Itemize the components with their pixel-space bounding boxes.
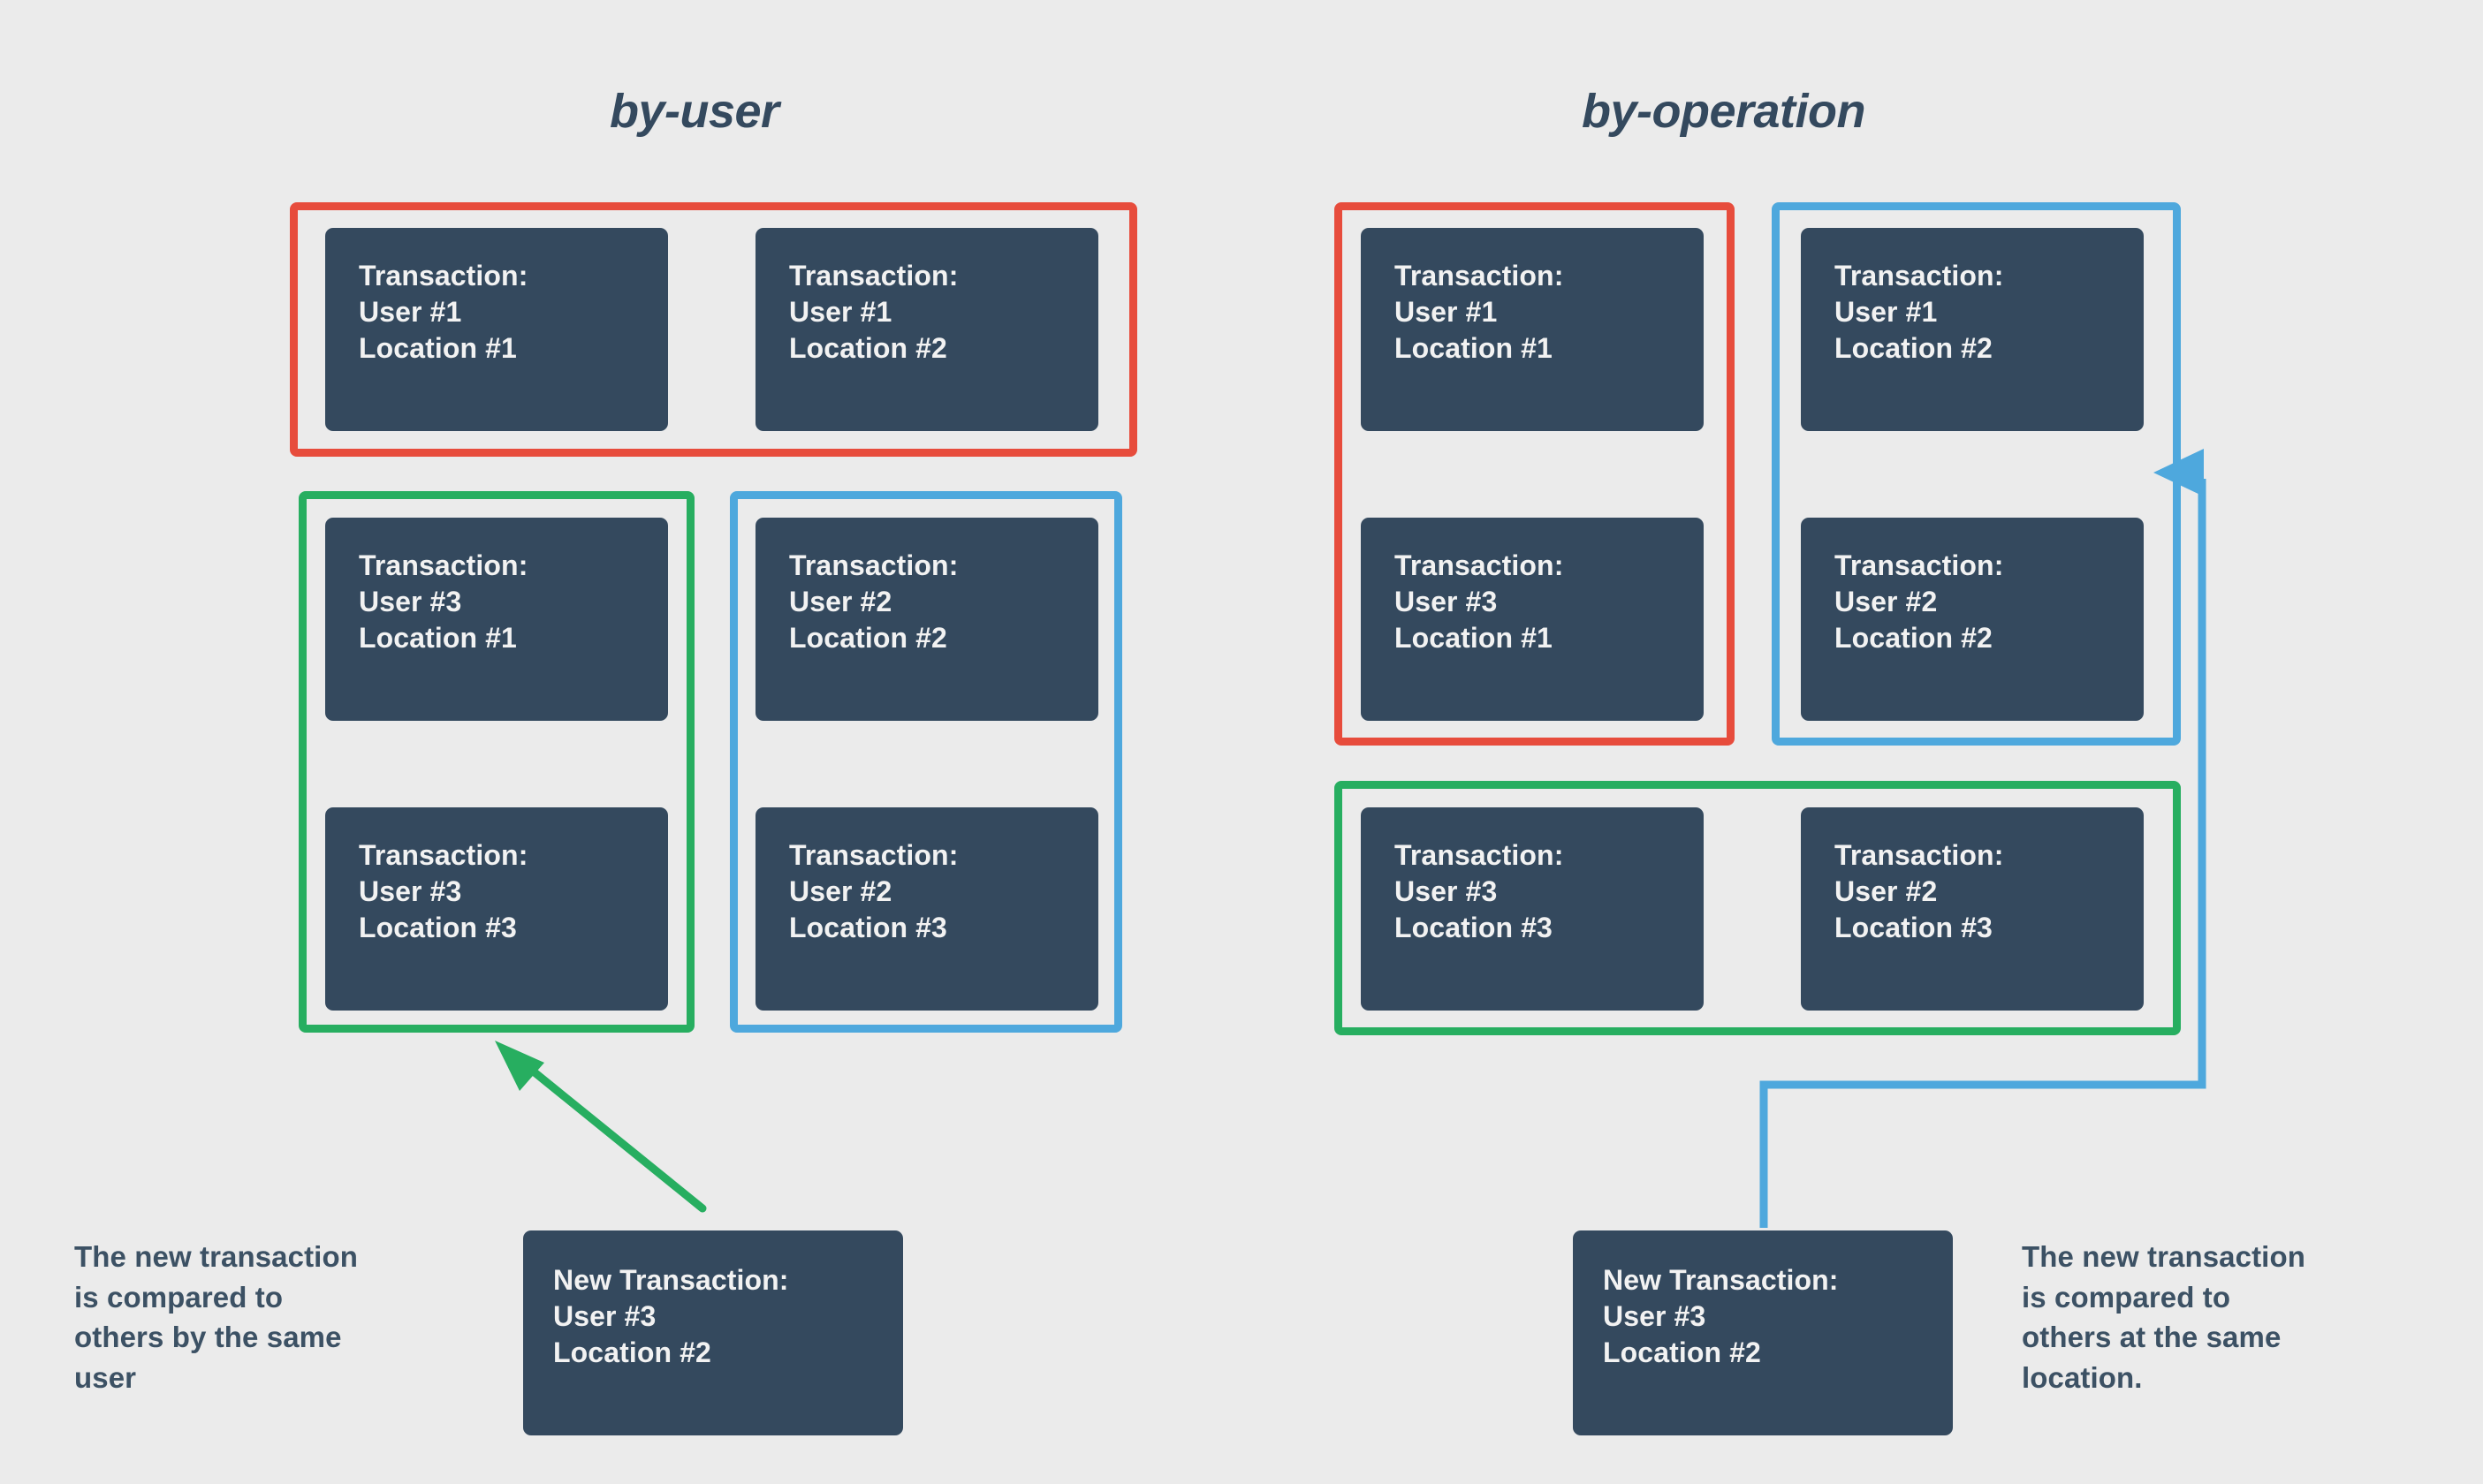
card-line-2: User #2 xyxy=(1834,874,1938,907)
card-line-2: User #3 xyxy=(1394,874,1498,907)
caption-line: others at the same xyxy=(2022,1321,2282,1354)
card-transaction[interactable]: Transaction: User #1 Location #2 xyxy=(756,228,1098,431)
card-line-1: Transaction: xyxy=(1834,839,2004,871)
card-line-2: User #2 xyxy=(789,585,892,617)
card-line-1: Transaction: xyxy=(359,260,528,292)
card-line-3: Location #1 xyxy=(1394,331,1553,364)
card-line-1: Transaction: xyxy=(789,839,959,871)
card-line-2: User #2 xyxy=(789,874,892,907)
caption-left: The new transaction is compared to other… xyxy=(74,1237,358,1397)
panel-title-by-operation: by-operation xyxy=(1582,85,1866,138)
card-line-1: Transaction: xyxy=(1394,549,1564,581)
card-line-3: Location #1 xyxy=(359,331,517,364)
card-line-1: Transaction: xyxy=(1394,839,1564,871)
card-line-2: User #3 xyxy=(359,585,462,617)
group-user-2 xyxy=(730,491,1122,1033)
panel-title-by-user: by-user xyxy=(610,85,779,138)
group-location-1 xyxy=(1334,202,1735,746)
card-line-2: User #1 xyxy=(789,295,892,328)
new-card-line-3: Location #2 xyxy=(1603,1336,1761,1368)
card-transaction[interactable]: Transaction: User #1 Location #1 xyxy=(325,228,668,431)
caption-line: others by the same xyxy=(74,1321,342,1354)
caption-line: is compared to xyxy=(2022,1280,2231,1314)
card-line-3: Location #2 xyxy=(789,331,947,364)
card-line-3: Location #1 xyxy=(359,621,517,654)
card-transaction[interactable]: Transaction: User #3 Location #1 xyxy=(1361,518,1704,721)
card-line-1: Transaction: xyxy=(789,549,959,581)
group-user-1 xyxy=(290,202,1137,457)
card-transaction[interactable]: Transaction: User #2 Location #2 xyxy=(756,518,1098,721)
card-line-3: Location #3 xyxy=(359,911,517,943)
card-line-3: Location #3 xyxy=(789,911,947,943)
new-card-line-2: User #3 xyxy=(1603,1299,1706,1332)
card-line-1: Transaction: xyxy=(359,839,528,871)
card-transaction[interactable]: Transaction: User #1 Location #1 xyxy=(1361,228,1704,431)
card-line-1: Transaction: xyxy=(1834,549,2004,581)
caption-line: The new transaction xyxy=(2022,1240,2305,1273)
card-line-2: User #1 xyxy=(1834,295,1938,328)
card-line-2: User #1 xyxy=(359,295,462,328)
card-transaction[interactable]: Transaction: User #3 Location #3 xyxy=(1361,807,1704,1011)
new-card-line-1: New Transaction: xyxy=(553,1264,789,1296)
caption-right: The new transaction is compared to other… xyxy=(2022,1237,2305,1397)
card-line-2: User #3 xyxy=(359,874,462,907)
caption-line: user xyxy=(74,1360,137,1394)
card-line-3: Location #2 xyxy=(1834,621,1993,654)
card-line-3: Location #2 xyxy=(789,621,947,654)
caption-line: is compared to xyxy=(74,1280,284,1314)
new-card-line-1: New Transaction: xyxy=(1603,1264,1839,1296)
caption-line: The new transaction xyxy=(74,1240,358,1273)
card-line-1: Transaction: xyxy=(1834,260,2004,292)
card-line-2: User #2 xyxy=(1834,585,1938,617)
new-transaction-card-left[interactable]: New Transaction: User #3 Location #2 xyxy=(523,1230,903,1435)
card-transaction[interactable]: Transaction: User #3 Location #3 xyxy=(325,807,668,1011)
green-arrow-icon xyxy=(495,1041,707,1213)
new-card-line-2: User #3 xyxy=(553,1299,657,1332)
card-line-3: Location #3 xyxy=(1394,911,1553,943)
group-user-3 xyxy=(299,491,695,1033)
card-line-3: Location #3 xyxy=(1834,911,1993,943)
new-transaction-card-right[interactable]: New Transaction: User #3 Location #2 xyxy=(1573,1230,1953,1435)
card-transaction[interactable]: Transaction: User #2 Location #3 xyxy=(756,807,1098,1011)
card-transaction[interactable]: Transaction: User #1 Location #2 xyxy=(1801,228,2144,431)
card-line-1: Transaction: xyxy=(1394,260,1564,292)
card-transaction[interactable]: Transaction: User #2 Location #2 xyxy=(1801,518,2144,721)
caption-line: location. xyxy=(2022,1360,2143,1394)
card-transaction[interactable]: Transaction: User #2 Location #3 xyxy=(1801,807,2144,1011)
card-line-2: User #1 xyxy=(1394,295,1498,328)
card-line-3: Location #2 xyxy=(1834,331,1993,364)
new-card-line-3: Location #2 xyxy=(553,1336,711,1368)
card-line-3: Location #1 xyxy=(1394,621,1553,654)
card-line-1: Transaction: xyxy=(789,260,959,292)
card-line-2: User #3 xyxy=(1394,585,1498,617)
card-line-1: Transaction: xyxy=(359,549,528,581)
card-transaction[interactable]: Transaction: User #3 Location #1 xyxy=(325,518,668,721)
